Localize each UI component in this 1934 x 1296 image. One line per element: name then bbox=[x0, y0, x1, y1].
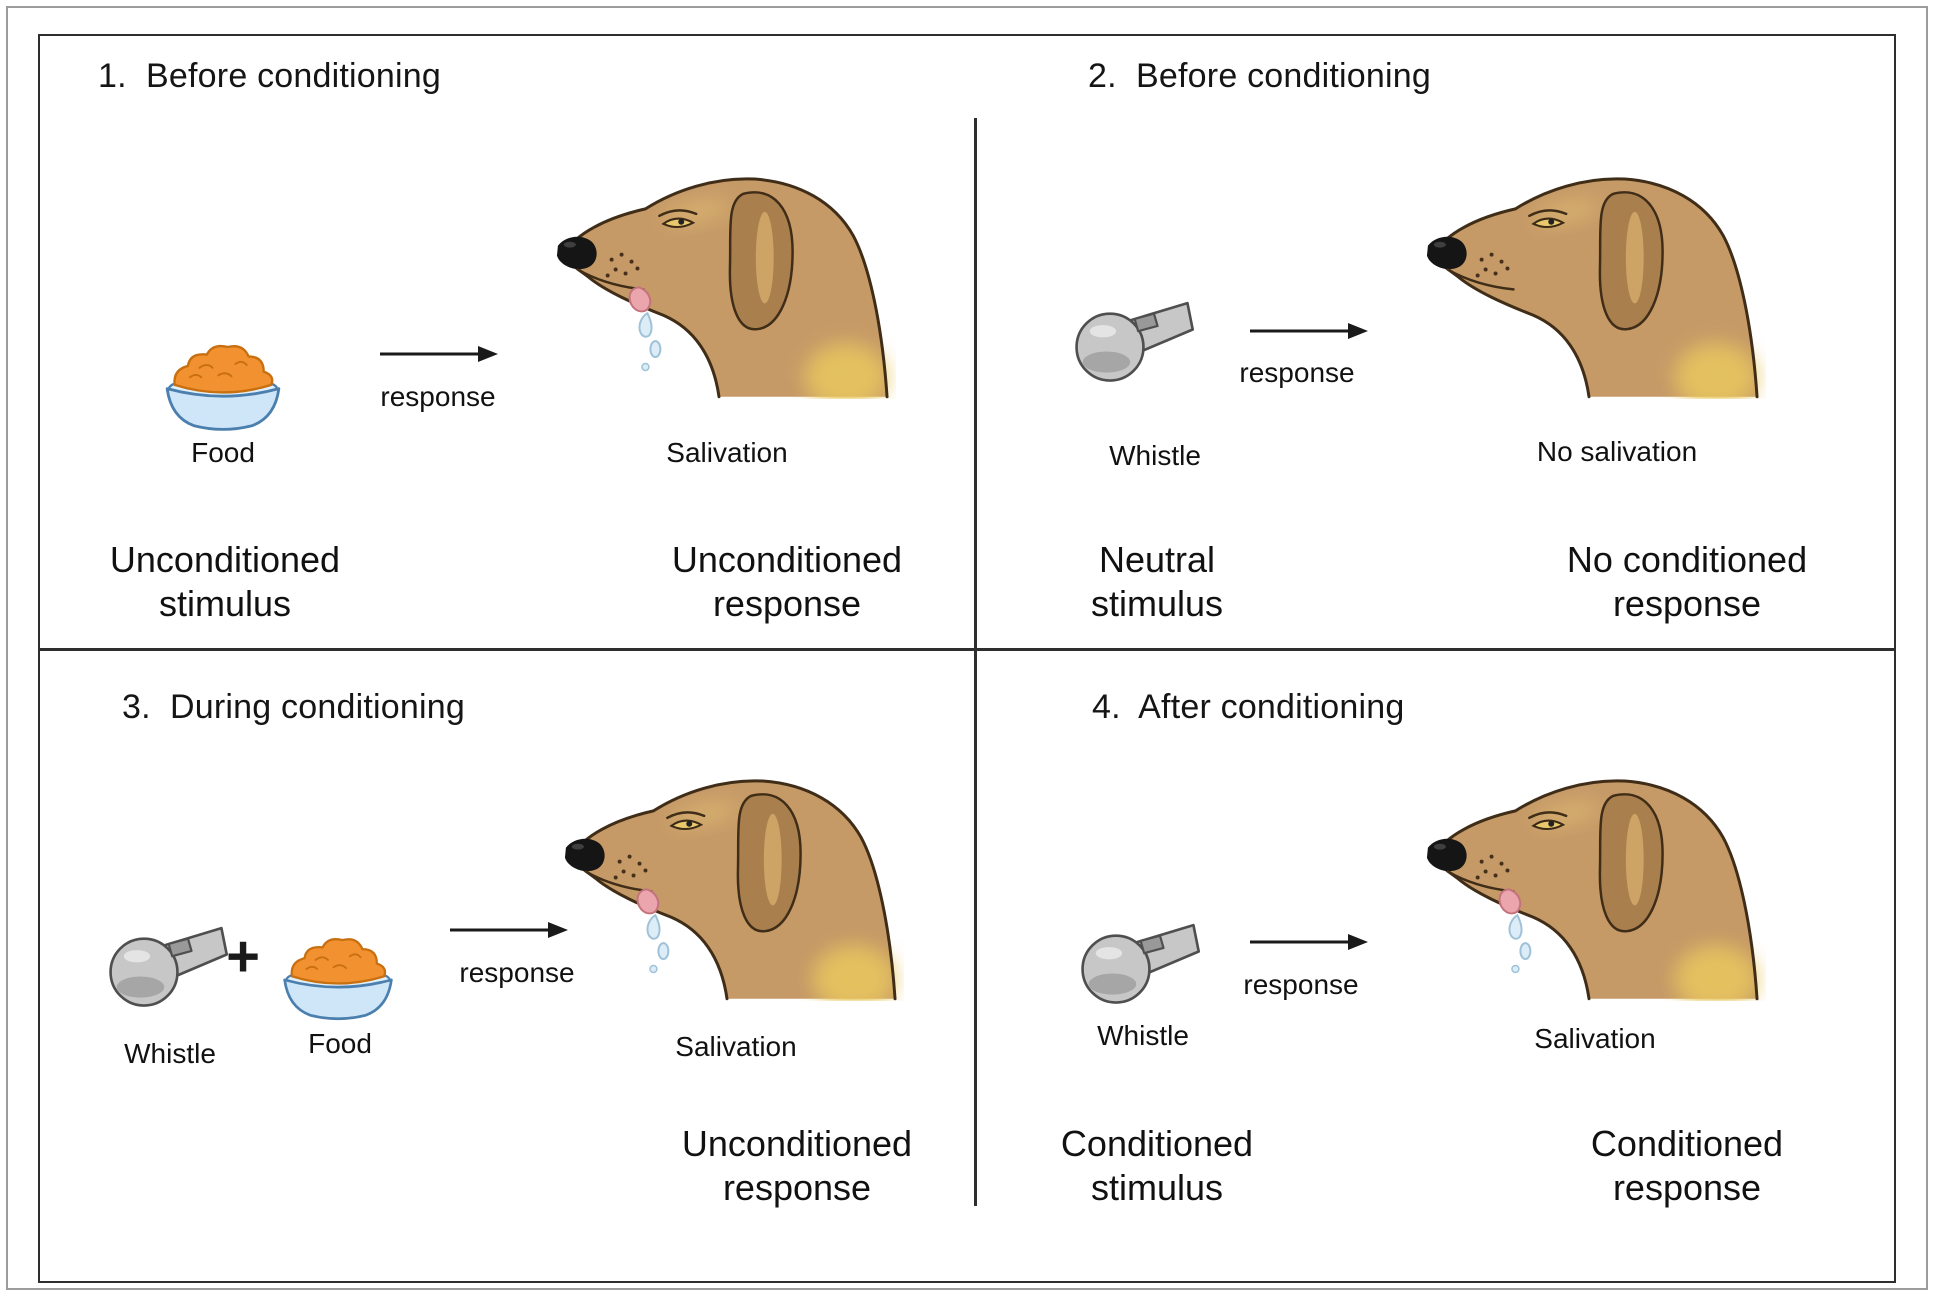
image-border bbox=[6, 6, 1928, 1290]
response-arrow-label: response bbox=[1243, 969, 1359, 1000]
unconditioned-stimulus-term: Unconditioned stimulus bbox=[109, 539, 341, 624]
right-arrow-icon bbox=[1248, 931, 1370, 953]
unconditioned-response-term: Unconditioned response bbox=[681, 1123, 913, 1208]
food-label: Food bbox=[308, 1028, 372, 1059]
panel-2-title: 2. Before conditioning bbox=[1088, 57, 1431, 95]
quadrant-divider-horizontal bbox=[38, 648, 1896, 651]
dog-salivating-icon bbox=[556, 752, 904, 1001]
right-arrow-icon bbox=[378, 343, 500, 365]
whistle-icon bbox=[1072, 902, 1204, 1008]
whistle-label: Whistle bbox=[1109, 440, 1201, 471]
no-conditioned-response-term: No conditioned response bbox=[1566, 539, 1808, 624]
response-arrow-label: response bbox=[380, 381, 496, 412]
salivation-label: Salivation bbox=[666, 437, 788, 468]
no-salivation-label: No salivation bbox=[1536, 436, 1698, 467]
food-bowl-icon bbox=[270, 922, 406, 1026]
food-bowl-icon bbox=[152, 328, 294, 437]
plus-sign: + bbox=[226, 924, 260, 989]
panel-4-title: 4. After conditioning bbox=[1092, 688, 1405, 726]
dog-salivating-icon bbox=[548, 150, 896, 399]
conditioned-stimulus-term: Conditioned stimulus bbox=[1060, 1123, 1254, 1208]
neutral-stimulus-term: Neutral stimulus bbox=[1090, 539, 1224, 624]
dog-head-icon bbox=[1418, 150, 1766, 399]
salivation-label: Salivation bbox=[1534, 1023, 1656, 1054]
conditioned-response-term: Conditioned response bbox=[1590, 1123, 1784, 1208]
whistle-icon bbox=[1066, 280, 1198, 386]
right-arrow-icon bbox=[448, 919, 570, 941]
whistle-label: Whistle bbox=[1097, 1020, 1189, 1051]
dog-salivating-icon bbox=[1418, 752, 1766, 1001]
response-arrow-label: response bbox=[1239, 357, 1355, 388]
response-arrow-label: response bbox=[459, 957, 575, 988]
unconditioned-response-term: Unconditioned response bbox=[671, 539, 903, 624]
whistle-label: Whistle bbox=[124, 1038, 216, 1069]
whistle-icon bbox=[100, 905, 232, 1011]
quadrant-divider-vertical bbox=[974, 118, 977, 1206]
panel-1-title: 1. Before conditioning bbox=[98, 57, 441, 95]
right-arrow-icon bbox=[1248, 320, 1370, 342]
figure-frame bbox=[38, 34, 1896, 1283]
food-label: Food bbox=[191, 437, 255, 468]
salivation-label: Salivation bbox=[675, 1031, 797, 1062]
panel-3-title: 3. During conditioning bbox=[122, 688, 465, 726]
